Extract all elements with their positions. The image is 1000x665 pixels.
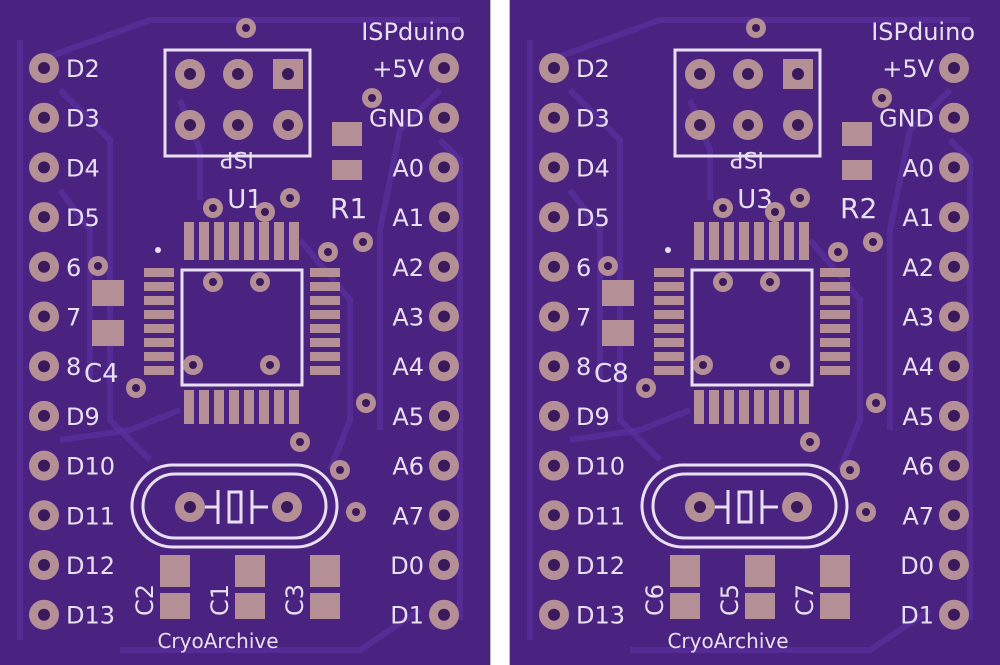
capacitor-pad [160,555,190,587]
pin-label-right: A5 [902,403,934,431]
capacitor-pad [670,593,700,619]
pin-label-right: +5V [372,55,424,83]
pin-label-left: D11 [66,502,115,530]
pin-label-right: D1 [390,602,424,630]
capacitor-ref: C1 [206,584,234,616]
pin-label-right: D1 [900,602,934,630]
resistor-ref: R1 [330,192,367,225]
capacitor-ref: C2 [131,584,159,616]
capacitor-pad [745,593,775,619]
pin-label-left: D12 [576,552,625,580]
pin-label-left: D3 [66,105,100,133]
pin-label-right: A6 [902,453,934,481]
board-title: ISPduino [361,18,465,46]
isp-label: ISP [220,146,254,171]
resistor-pad [332,160,362,180]
capacitor-pad [820,555,850,587]
footer-label: CryoArchive [157,629,278,653]
capacitor-pad [670,555,700,587]
panel-divider [490,0,510,665]
pin-label-left: 8 [576,353,591,381]
isp-header-outline [163,48,312,158]
isp-label: ISP [730,146,764,171]
resistor-ref: R2 [840,192,877,225]
pin-label-right: A2 [392,254,424,282]
pin-label-right: A3 [392,304,424,332]
pin-label-left: 7 [66,304,81,332]
pin-label-right: A1 [392,204,424,232]
capacitor-pad [820,593,850,619]
pin-label-left: D4 [66,154,100,182]
capacitor-ref: C5 [716,584,744,616]
pin-label-right: A4 [902,353,934,381]
pin-label-left: D12 [66,552,115,580]
pin-label-right: A3 [902,304,934,332]
capacitor-ref: C6 [641,584,669,616]
pin-label-right: A1 [902,204,934,232]
capacitor-pad [602,320,634,346]
pin-label-left: D2 [576,55,610,83]
pin-label-left: D13 [576,602,625,630]
microcontroller-ic [654,222,850,424]
resistor-pad [842,122,872,146]
pin-label-right: GND [369,105,424,133]
pin-label-left: D9 [576,403,610,431]
capacitor-pad [745,555,775,587]
pin-label-right: D0 [900,552,934,580]
pin-label-left: D9 [66,403,100,431]
capacitor-pad [235,593,265,619]
capacitor-pad [92,320,124,346]
capacitor-pad [160,593,190,619]
pin-label-right: D0 [390,552,424,580]
capacitor-pad [602,280,634,306]
resistor-pad [332,122,362,146]
pin-label-left: D2 [66,55,100,83]
pin-label-right: A7 [902,502,934,530]
capacitor-pad [235,555,265,587]
pin-label-right: A5 [392,403,424,431]
microcontroller-ic [144,222,340,424]
pin-label-left: 6 [576,254,591,282]
crystal-oscillator [130,463,339,549]
pin-label-right: A2 [902,254,934,282]
pin-label-left: D3 [576,105,610,133]
pin-label-left: D10 [576,453,625,481]
resistor-pad [842,160,872,180]
pin-label-left: 6 [66,254,81,282]
isp-header-outline [673,48,822,158]
pin-label-right: A7 [392,502,424,530]
capacitor-pad [310,555,340,587]
capacitor-pad [92,280,124,306]
pin-label-left: D11 [576,502,625,530]
capacitor-ref: C8 [594,359,629,389]
capacitor-pad [310,593,340,619]
pin-label-left: D4 [576,154,610,182]
pin-label-right: +5V [882,55,934,83]
pin-label-left: 8 [66,353,81,381]
pin-label-left: 7 [576,304,591,332]
pin-label-right: A4 [392,353,424,381]
pin-label-left: D10 [66,453,115,481]
pin-label-left: D13 [66,602,115,630]
pin-label-right: A0 [902,154,934,182]
pin-label-right: GND [879,105,934,133]
capacitor-ref: C7 [791,584,819,616]
pin-label-left: D5 [66,204,100,232]
capacitor-ref: C3 [281,584,309,616]
pin-label-right: A6 [392,453,424,481]
footer-label: CryoArchive [667,629,788,653]
crystal-oscillator [640,463,849,549]
board-title: ISPduino [871,18,975,46]
pin-label-right: A0 [392,154,424,182]
capacitor-ref: C4 [84,359,119,389]
pin-label-left: D5 [576,204,610,232]
